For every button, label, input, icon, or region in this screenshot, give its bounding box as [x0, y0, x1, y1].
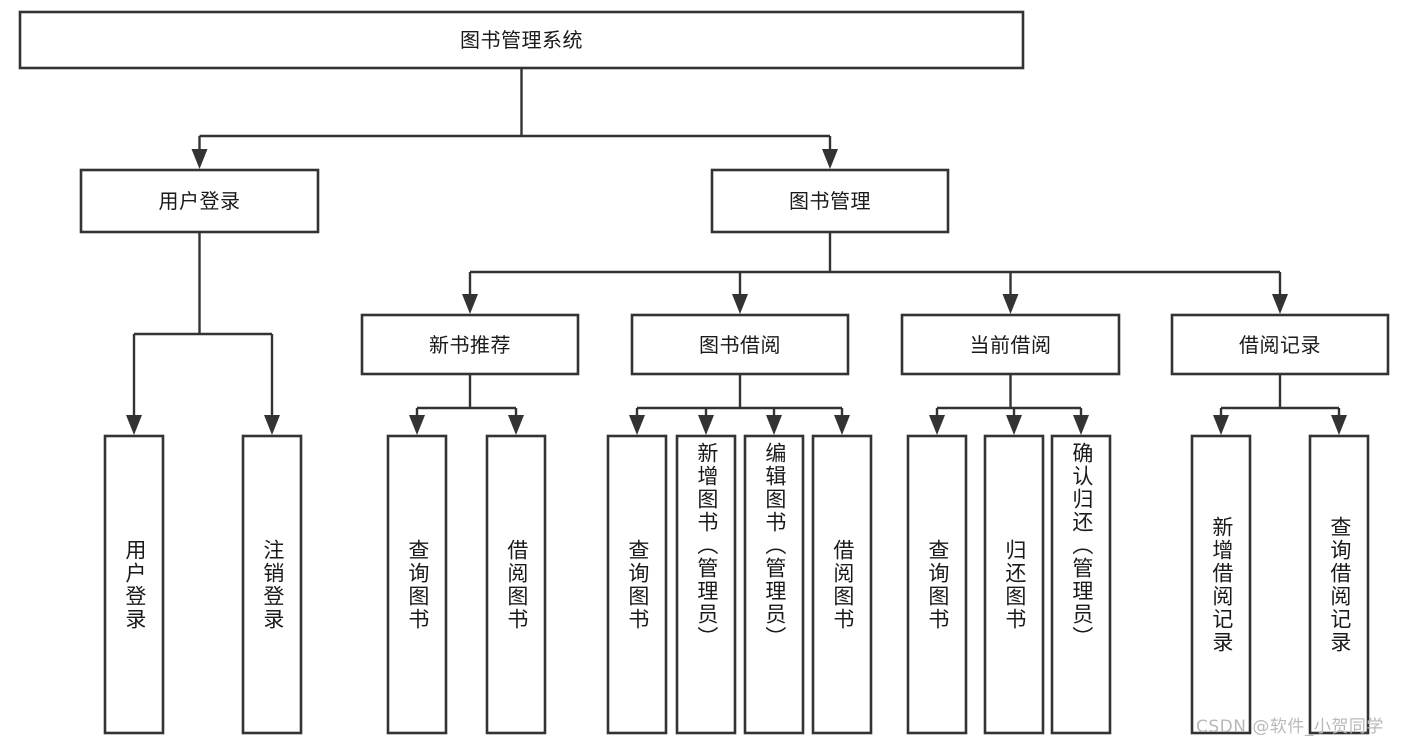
arrow-head: [409, 415, 425, 435]
arrow-head: [462, 294, 478, 314]
arrow-head: [126, 415, 142, 435]
node-book-borrow[interactable]: [630, 313, 850, 376]
node-root[interactable]: [18, 10, 1025, 70]
arrow-head: [1006, 415, 1022, 435]
node-leaf-add-book[interactable]: [675, 434, 737, 735]
arrow-head: [191, 149, 208, 169]
node-leaf-query-book[interactable]: [606, 434, 668, 735]
node-borrow-record[interactable]: [1170, 313, 1390, 376]
node-boxes-layer: [18, 10, 1390, 735]
arrow-head: [1073, 415, 1089, 435]
arrow-head: [264, 415, 280, 435]
node-book-manage[interactable]: [710, 168, 950, 234]
arrow-head: [822, 149, 838, 169]
node-current-borrow[interactable]: [900, 313, 1121, 376]
arrow-head: [698, 415, 714, 435]
arrow-head: [1331, 415, 1347, 435]
node-leaf-user-login[interactable]: [103, 434, 165, 735]
arrow-head: [1213, 415, 1229, 435]
node-leaf-logout[interactable]: [241, 434, 303, 735]
node-leaf-query-book-cur[interactable]: [906, 434, 968, 735]
node-new-book-rec[interactable]: [360, 313, 580, 376]
arrow-head: [508, 415, 524, 435]
node-leaf-add-record[interactable]: [1190, 434, 1252, 735]
arrow-head: [1002, 294, 1019, 314]
node-user-login[interactable]: [79, 168, 320, 234]
node-leaf-edit-book[interactable]: [743, 434, 805, 735]
connector-layer: [126, 68, 1347, 435]
node-leaf-confirm-return[interactable]: [1050, 434, 1112, 735]
arrow-head: [629, 415, 645, 435]
arrow-head: [1272, 294, 1288, 314]
node-leaf-borrow-book[interactable]: [811, 434, 873, 735]
arrow-head: [766, 415, 782, 435]
node-leaf-borrow-book-rec[interactable]: [485, 434, 547, 735]
node-leaf-query-book-rec[interactable]: [386, 434, 448, 735]
arrow-head: [732, 294, 748, 314]
node-leaf-query-record[interactable]: [1308, 434, 1370, 735]
arrow-head: [929, 415, 945, 435]
arrow-head: [834, 415, 850, 435]
node-leaf-return-book[interactable]: [983, 434, 1045, 735]
